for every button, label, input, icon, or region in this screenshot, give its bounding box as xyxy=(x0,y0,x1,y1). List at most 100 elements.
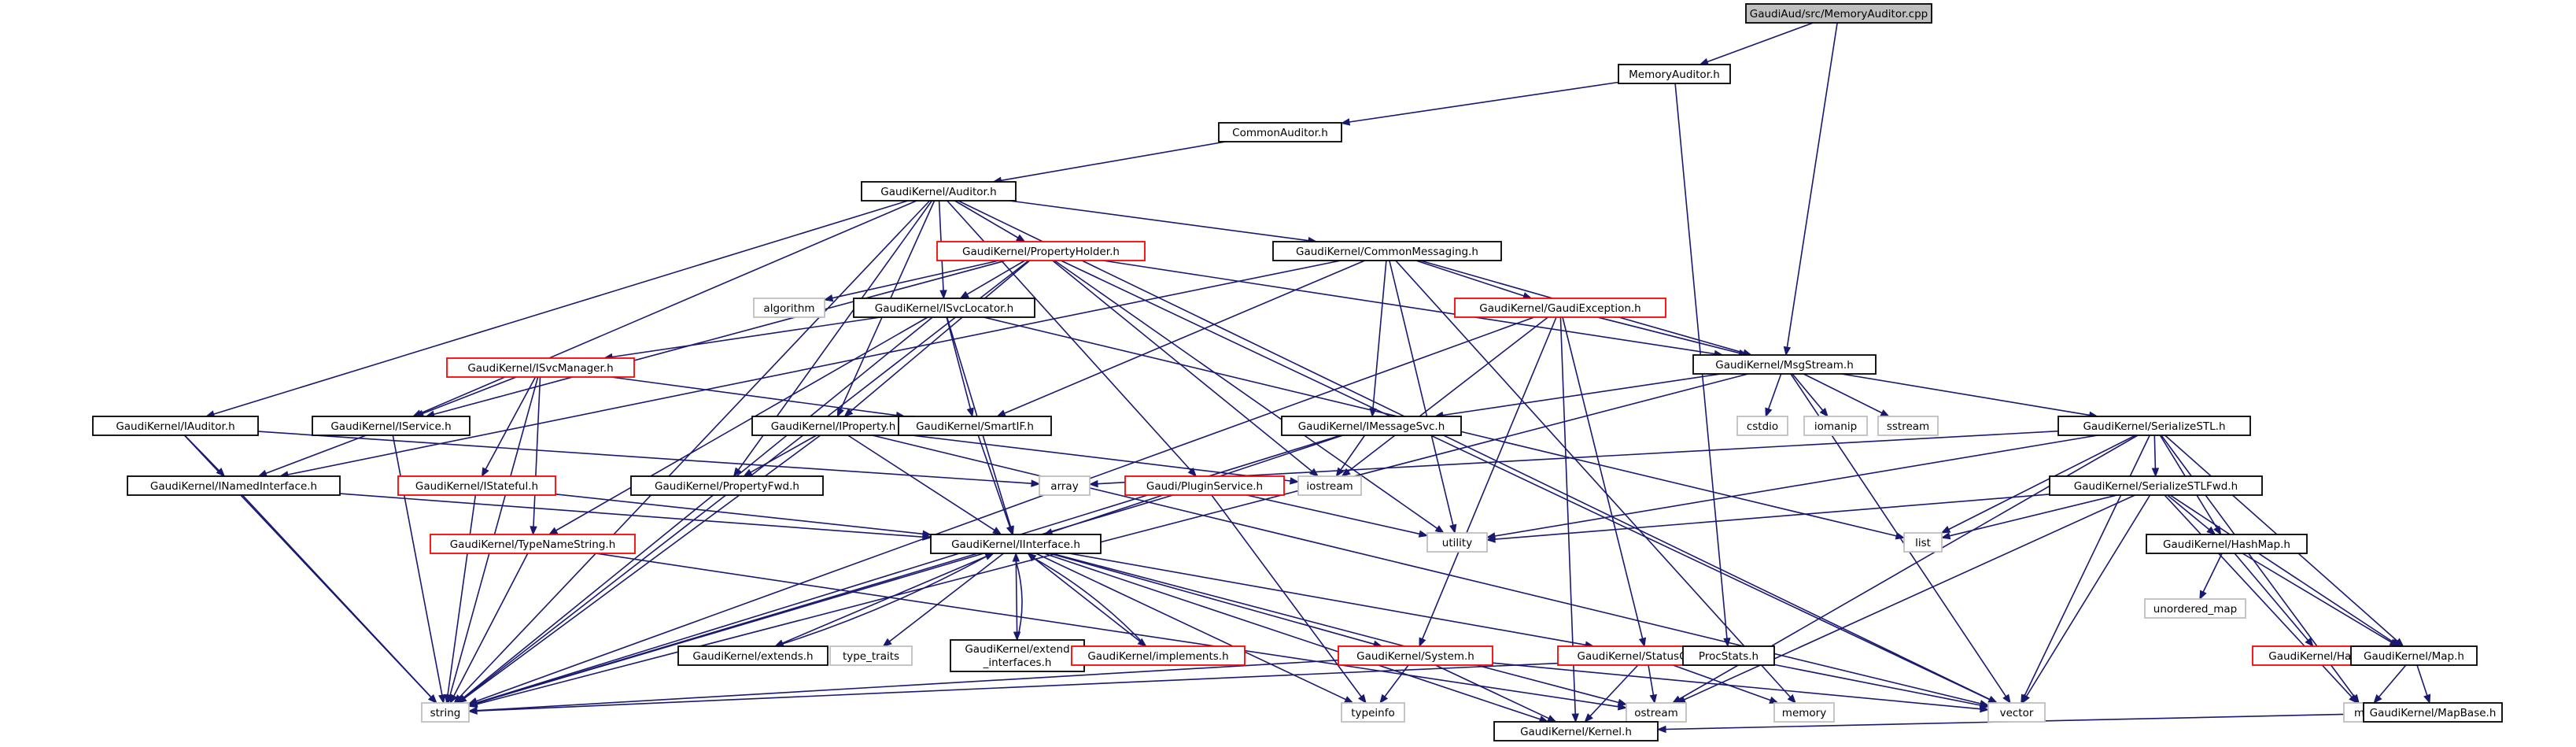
node-isvcloc[interactable]: GaudiKernel/ISvcLocator.h xyxy=(853,298,1035,318)
edge-serstl-to-list xyxy=(1948,435,2136,531)
node-box-memory xyxy=(1773,702,1835,723)
edge-msgstream-to-imsgsvc xyxy=(1442,373,1722,416)
edge-propholder-to-msgstream xyxy=(1102,260,1715,355)
edge-isvcmgr-to-typename xyxy=(533,376,541,527)
node-procstats[interactable]: ProcStats.h xyxy=(1682,645,1775,666)
edge-extendinterfaces-to-iinterface xyxy=(1015,560,1023,641)
edge-commsg-to-smartif xyxy=(1004,260,1366,414)
arrowhead-serstlfwd-to-utility xyxy=(1485,535,1496,543)
edge-iinterface-to-typeinfo xyxy=(1035,553,1346,701)
node-box-procstats xyxy=(1682,645,1775,666)
edge-auditor-to-iservice xyxy=(419,200,917,414)
node-box-root xyxy=(1745,3,1932,24)
edge-extends-to-iinterface xyxy=(774,556,987,647)
node-common[interactable]: CommonAuditor.h xyxy=(1218,122,1342,142)
node-label-auditor: GaudiKernel/Auditor.h xyxy=(880,186,996,198)
node-kernel[interactable]: GaudiKernel/Kernel.h xyxy=(1493,721,1659,741)
node-label-list: list xyxy=(1915,537,1931,549)
arrowhead-auditor-to-propholder xyxy=(1015,234,1026,242)
node-hashmap[interactable]: GaudiKernel/HashMap.h xyxy=(2146,534,2308,554)
node-inamed[interactable]: GaudiKernel/INamedInterface.h xyxy=(127,475,341,496)
node-box-istateful xyxy=(397,475,556,496)
node-label-iauditor: GaudiKernel/IAuditor.h xyxy=(116,420,234,433)
node-box-typetraits xyxy=(829,645,913,666)
node-implements[interactable]: GaudiKernel/implements.h xyxy=(1071,645,1246,666)
arrowhead-statuscode-to-kernel xyxy=(1584,713,1593,723)
node-plugin[interactable]: Gaudi/PluginService.h xyxy=(1124,475,1285,496)
node-istateful[interactable]: GaudiKernel/IStateful.h xyxy=(397,475,556,496)
edge-gexc-to-system xyxy=(1422,316,1557,640)
node-label-mapbase: GaudiKernel/MapBase.h xyxy=(2370,707,2497,719)
arrowhead-commsg-to-memory xyxy=(1787,694,1796,704)
arrowhead-typename-to-string xyxy=(449,693,458,704)
arrowhead-isvcmgr-to-typename xyxy=(530,526,537,536)
arrowhead-iinterface-to-string xyxy=(467,699,478,707)
node-box-typeinfo xyxy=(1341,702,1405,723)
node-iinterface[interactable]: GaudiKernel/IInterface.h xyxy=(930,534,1102,554)
node-box-mapbase xyxy=(2363,702,2503,723)
node-label-iproperty: GaudiKernel/IProperty.h xyxy=(771,420,896,433)
edge-propholder-to-isvcloc xyxy=(966,260,1025,295)
node-iservice[interactable]: GaudiKernel/IService.h xyxy=(312,416,471,436)
node-typename[interactable]: GaudiKernel/TypeNameString.h xyxy=(430,534,636,554)
edge-msgstream-to-string xyxy=(476,373,1749,705)
arrowhead-commsg-to-utility xyxy=(1449,523,1457,534)
edge-iproperty-to-propfwd xyxy=(750,435,817,473)
node-gexc[interactable]: GaudiKernel/GaudiException.h xyxy=(1454,298,1666,318)
node-label-kernel: GaudiKernel/Kernel.h xyxy=(1520,726,1632,738)
node-label-commsg: GaudiKernel/CommonMessaging.h xyxy=(1296,246,1478,258)
edge-memaud-to-common xyxy=(1349,81,1619,123)
node-imsgsvc[interactable]: GaudiKernel/IMessageSvc.h xyxy=(1281,416,1462,436)
arrowhead-isvcloc-to-typename xyxy=(548,527,559,535)
node-auditor[interactable]: GaudiKernel/Auditor.h xyxy=(861,181,1017,202)
arrowhead-msgstream-to-cstdio xyxy=(1765,407,1773,418)
node-commsg[interactable]: GaudiKernel/CommonMessaging.h xyxy=(1272,241,1502,261)
edge-serstlfwd-to-ostream xyxy=(1684,494,2135,701)
edge-istateful-to-iinterface xyxy=(555,494,924,535)
node-mapbase[interactable]: GaudiKernel/MapBase.h xyxy=(2363,702,2503,723)
edge-common-to-auditor xyxy=(1001,141,1226,182)
edge-serstlfwd-to-vector xyxy=(2025,494,2151,697)
node-box-utility xyxy=(1426,532,1488,553)
node-smartif[interactable]: GaudiKernel/SmartIF.h xyxy=(898,416,1052,436)
node-isvcmgr[interactable]: GaudiKernel/ISvcManager.h xyxy=(446,357,635,378)
node-iproperty[interactable]: GaudiKernel/IProperty.h xyxy=(751,416,915,436)
edge-gexc-to-iostream xyxy=(1348,316,1548,472)
node-extendinterfaces[interactable]: GaudiKernel/extend_interfaces.h xyxy=(950,639,1085,672)
node-label-cstdio: cstdio xyxy=(1747,420,1778,433)
arrowhead-gexc-to-iostream xyxy=(1341,468,1351,477)
node-msgstream[interactable]: GaudiKernel/MsgStream.h xyxy=(1692,354,1877,375)
node-system[interactable]: GaudiKernel/System.h xyxy=(1338,645,1493,666)
edge-gexc-to-msgstream xyxy=(1597,316,1740,354)
arrowhead-propholder-to-algorithm xyxy=(823,294,834,302)
node-root[interactable]: GaudiAud/src/MemoryAuditor.cpp xyxy=(1745,3,1932,24)
node-box-cstdio xyxy=(1736,416,1788,436)
node-serstlfwd[interactable]: GaudiKernel/SerializeSTLFwd.h xyxy=(2049,475,2263,496)
node-label-map_h: GaudiKernel/Map.h xyxy=(2364,650,2464,663)
node-label-common: CommonAuditor.h xyxy=(1232,127,1328,139)
node-iauditor[interactable]: GaudiKernel/IAuditor.h xyxy=(92,416,259,436)
node-box-memaud xyxy=(1618,64,1731,84)
node-extends[interactable]: GaudiKernel/extends.h xyxy=(677,645,829,666)
edge-commsg-to-memory xyxy=(1395,260,1791,698)
edge-hashmap-to-hash xyxy=(2234,553,2309,641)
node-serstl[interactable]: GaudiKernel/SerializeSTL.h xyxy=(2057,416,2251,436)
node-label-propfwd: GaudiKernel/PropertyFwd.h xyxy=(655,480,799,493)
node-box-plugin xyxy=(1124,475,1285,496)
node-propfwd[interactable]: GaudiKernel/PropertyFwd.h xyxy=(630,475,824,496)
edge-system-to-typeinfo xyxy=(1384,664,1409,697)
arrowhead-map_h-to-mapbase xyxy=(2423,693,2431,704)
edge-auditor-to-propholder xyxy=(954,200,1019,239)
node-label-utility: utility xyxy=(1442,537,1472,549)
arrowhead-serstlfwd-to-list xyxy=(1940,532,1951,540)
arrowhead-serstl-to-list xyxy=(1940,526,1951,534)
edge-iinterface-to-system xyxy=(1049,553,1375,645)
node-map_h[interactable]: GaudiKernel/Map.h xyxy=(2350,645,2478,666)
edge-serstlfwd-to-utility xyxy=(1494,494,2050,540)
node-propholder[interactable]: GaudiKernel/PropertyHolder.h xyxy=(936,241,1146,261)
node-box-map_h xyxy=(2350,645,2478,666)
node-cstdio: cstdio xyxy=(1736,416,1788,436)
node-memaud[interactable]: MemoryAuditor.h xyxy=(1618,64,1731,84)
node-box-algorithm xyxy=(753,298,825,318)
